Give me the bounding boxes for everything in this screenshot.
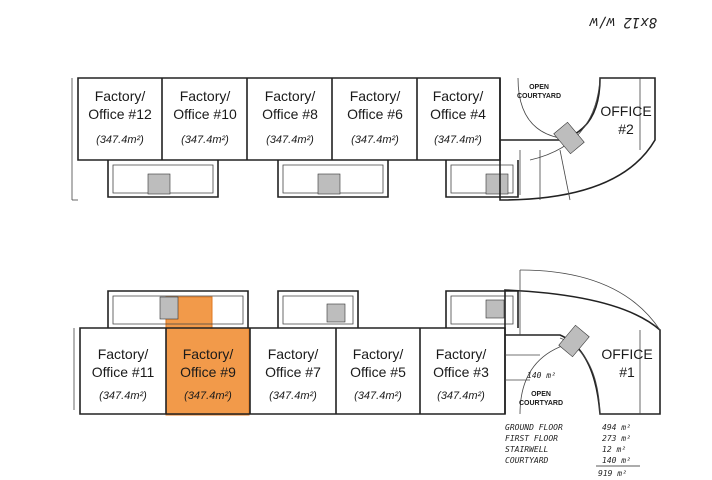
- unit-12-line2: Office #12: [88, 106, 152, 122]
- unit-6-line2: Office #6: [347, 106, 403, 122]
- top-office-wing: OFFICE #2 OPEN COURTYARD: [499, 77, 656, 201]
- unit-4-line1: Factory/: [433, 88, 484, 104]
- unit-12-area: (347.4m²): [96, 134, 144, 146]
- area-note-value: 140 m²: [602, 456, 631, 465]
- office-2-number: #2: [618, 121, 634, 137]
- unit-8-line2: Office #8: [262, 106, 318, 122]
- area-summary: GROUND FLOOR 494 m² FIRST FLOOR 273 m² S…: [505, 423, 640, 478]
- unit-7-line1: Factory/: [268, 346, 319, 362]
- header-note: 8x12 w/w: [589, 14, 657, 30]
- area-note-value: 12 m²: [602, 445, 626, 454]
- unit-10-line1: Factory/: [180, 88, 231, 104]
- unit-4-area: (347.4m²): [434, 134, 482, 146]
- unit-3-area: (347.4m²): [437, 390, 485, 402]
- unit-10-area: (347.4m²): [181, 134, 229, 146]
- area-note-label: FIRST FLOOR: [505, 434, 558, 443]
- unit-9-line1: Factory/: [183, 346, 234, 362]
- unit-9-area: (347.4m²): [184, 390, 232, 402]
- unit-11-area: (347.4m²): [99, 390, 147, 402]
- area-note-label: GROUND FLOOR: [505, 423, 563, 432]
- area-note-value: 494 m²: [602, 423, 631, 432]
- unit-5-line2: Office #5: [350, 364, 406, 380]
- bottom-unit-labels: Factory/ Office #11 (347.4m²) Factory/ O…: [92, 346, 489, 402]
- unit-6-line1: Factory/: [350, 88, 401, 104]
- unit-9-line2: Office #9: [180, 364, 236, 380]
- unit-7-area: (347.4m²): [269, 390, 317, 402]
- unit-7-line2: Office #7: [265, 364, 321, 380]
- unit-11-line1: Factory/: [98, 346, 149, 362]
- office-1-label: OFFICE: [601, 346, 652, 362]
- unit-10-line2: Office #10: [173, 106, 237, 122]
- unit-8-line1: Factory/: [265, 88, 316, 104]
- area-note-label: STAIRWELL: [505, 445, 549, 454]
- unit-12-line1: Factory/: [95, 88, 146, 104]
- area-note-value: 273 m²: [602, 434, 631, 443]
- top-building: [71, 77, 519, 201]
- bottom-courtyard-sublabel: COURTYARD: [519, 400, 563, 407]
- top-unit-labels: Factory/ Office #12 (347.4m²) Factory/ O…: [88, 88, 486, 146]
- unit-5-area: (347.4m²): [354, 390, 402, 402]
- unit-3-line2: Office #3: [433, 364, 489, 380]
- area-note-label: COURTYARD: [505, 456, 549, 465]
- unit-3-line1: Factory/: [436, 346, 487, 362]
- unit-11-line2: Office #11: [92, 364, 155, 380]
- office-1-number: #1: [619, 364, 635, 380]
- bottom-building: [73, 290, 519, 415]
- unit-8-area: (347.4m²): [266, 134, 314, 146]
- bottom-office-wing: OFFICE #1 OPEN COURTYARD 140 m²: [504, 269, 661, 415]
- unit-6-area: (347.4m²): [351, 134, 399, 146]
- bottom-courtyard-label: OPEN: [531, 391, 551, 398]
- courtyard-area-note: 140 m²: [527, 371, 556, 380]
- area-total: 919 m²: [598, 469, 627, 478]
- office-2-label: OFFICE: [600, 103, 651, 119]
- top-courtyard-label: OPEN: [529, 84, 549, 91]
- top-courtyard-sublabel: COURTYARD: [517, 93, 561, 100]
- unit-5-line1: Factory/: [353, 346, 404, 362]
- unit-4-line2: Office #4: [430, 106, 486, 122]
